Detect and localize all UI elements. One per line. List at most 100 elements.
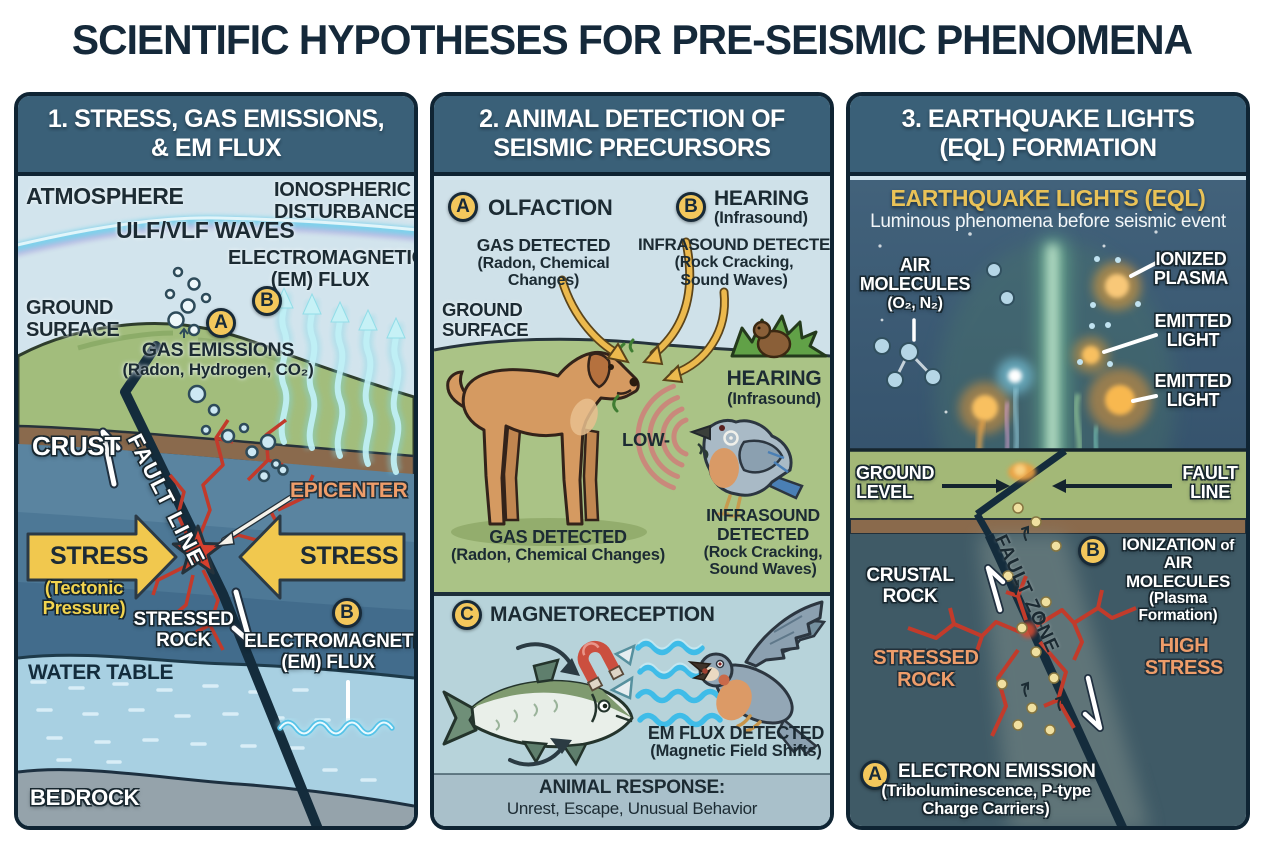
gas-detected-bottom-title: GAS DETECTED: [489, 527, 627, 547]
gas-emissions-sub-label: (Radon, Hydrogen, CO₂): [122, 360, 314, 379]
fault-line-shape: [120, 341, 323, 826]
air-molecules-title: AIR MOLECULES: [859, 255, 971, 295]
fault-line-arrow: [1052, 479, 1172, 493]
infrasound-detected-top-title: INFRASOUND DETECTED: [638, 235, 834, 254]
infrasound-detected-top-sub: (Rock Cracking, Sound Waves): [674, 254, 794, 289]
panel2-illustration: [434, 180, 830, 826]
gas-detected-bottom-sub: (Radon, Chemical Changes): [450, 546, 666, 565]
ground-surface-label-2: GROUND SURFACE: [442, 299, 529, 340]
emitted-light-label-2: EMITTED LIGHT: [1154, 371, 1232, 411]
fault-motion-arrows: [98, 427, 255, 647]
epicenter-leader-arrow: [213, 495, 293, 548]
ionized-plasma-label: IONIZED PLASMA: [1153, 249, 1229, 289]
hearing2-title: HEARING: [726, 367, 822, 390]
ionospheric-disturbance-label: IONOSPHERIC DISTURBANCE: [274, 179, 417, 223]
emitted-light-label-1: EMITTED LIGHT: [1154, 311, 1232, 351]
em-flux-detected-label: EM FLUX DETECTED (Magnetic Field Shifts): [644, 723, 828, 761]
infrasound-detected-bottom-label: INFRASOUND DETECTED (Rock Cracking, Soun…: [696, 506, 830, 578]
infrasound-detected-top-label: INFRASOUND DETECTED (Rock Cracking, Soun…: [638, 235, 834, 289]
em-flux-top-label: ELECTROMAGNETIC (EM) FLUX: [228, 247, 418, 291]
hearing2-sub: (Infrasound): [727, 389, 821, 408]
infrasound-detected-bottom-sub: (Rock Cracking, Sound Waves): [703, 543, 823, 579]
ionization-sub: (Plasma Formation): [1138, 590, 1218, 624]
gas-detected-top-sub: (Radon, Chemical Changes): [477, 254, 610, 290]
fault-line-label-3: FAULT LINE: [1182, 463, 1238, 503]
ground-band: [850, 448, 1246, 535]
fault-surface-glow: [1008, 463, 1036, 481]
panel3-illustration: [850, 180, 1246, 826]
panel3-header: 3. EARTHQUAKE LIGHTS (EQL) FORMATION: [850, 96, 1246, 176]
gas-detected-top-label: GAS DETECTED (Radon, Chemical Changes): [456, 236, 631, 290]
panel-earthquake-lights: 3. EARTHQUAKE LIGHTS (EQL) FORMATION: [846, 92, 1250, 830]
ground-level-arrow: [942, 479, 1010, 493]
epicenter-label: EPICENTER: [290, 479, 408, 502]
electron-dots: [996, 502, 1063, 736]
fish-motion-arrows: [508, 642, 580, 767]
em-flux-arrows: [274, 286, 406, 475]
badge-a-electron-emission: A: [860, 760, 890, 790]
high-stress-label: HIGH STRESS: [1144, 635, 1224, 679]
page-title: SCIENTIFIC HYPOTHESES FOR PRE-SEISMIC PH…: [71, 16, 1193, 63]
infrasound-detected-bottom-title: INFRASOUND DETECTED: [706, 505, 820, 544]
panel3-scene: EARTHQUAKE LIGHTS (EQL) Luminous phenome…: [850, 180, 1246, 826]
ionosphere-aurora: [18, 215, 414, 256]
ionization-line2: AIR MOLECULES: [1125, 553, 1231, 591]
ionization-word: IONIZATION: [1122, 535, 1216, 554]
bush-and-marmot: [730, 314, 828, 359]
tectonic-pressure-label: (Tectonic Pressure): [42, 577, 126, 618]
ulf-vlf-waves-label: ULF/VLF WAVES: [116, 217, 295, 243]
label-leader-lines: [1102, 260, 1160, 403]
air-molecules-label: AIR MOLECULES (O₂, N₂): [854, 255, 976, 312]
gas-bubbles: [164, 266, 289, 483]
epicenter-star: [171, 524, 225, 575]
electron-emission-label: ELECTRON EMISSION: [898, 761, 1096, 782]
panel-stress-gas-em: 1. STRESS, GAS EMISSIONS, & EM FLUX: [14, 92, 418, 830]
ionization-label: IONIZATION of AIR MOLECULES (Plasma Form…: [1110, 535, 1246, 625]
flying-bird: [687, 600, 827, 756]
hearing2-label: HEARING (Infrasound): [720, 367, 828, 408]
water-table-label: WATER TABLE: [28, 661, 174, 684]
magnet-icon: [577, 640, 625, 692]
stressed-rock-label-3: STRESSED ROCK: [873, 647, 979, 691]
panel2-header-line1: 2. ANIMAL DETECTION OF: [479, 104, 785, 133]
panel1-illustration: [18, 180, 414, 826]
badge-b-em-flux: B: [252, 286, 282, 316]
air-molecules-cluster: [873, 262, 1015, 389]
atmosphere-label: ATMOSPHERE: [26, 183, 184, 209]
sky-stars: [878, 230, 1214, 414]
rock-cracks-3: [907, 575, 1137, 737]
fault-motion-arrows-3: [984, 564, 1104, 732]
fault-line-3: [973, 448, 1127, 826]
ground-level-label: GROUND LEVEL: [856, 463, 935, 503]
low-frequency-label: LOW-: [622, 429, 670, 450]
ground-surface-label: GROUND SURFACE: [26, 297, 120, 341]
crust-label: CRUST: [32, 431, 121, 461]
panel2-scene: A OLFACTION B HEARING (Infrasound) GAS D…: [434, 180, 834, 826]
gas-emissions-label: GAS EMISSIONS: [141, 339, 295, 361]
panel3-header-line1: 3. EARTHQUAKE LIGHTS: [901, 104, 1195, 133]
gas-detected-bottom-label: GAS DETECTED (Radon, Chemical Changes): [438, 527, 678, 565]
em-flux-bottom-leader: [275, 680, 397, 739]
panel3-header-line2: (EQL) FORMATION: [939, 134, 1158, 162]
animal-response-sub-label: Unrest, Escape, Unusual Behavior: [506, 799, 758, 818]
badge-b-em-flux-bottom: B: [332, 598, 362, 628]
ionized-molecule-dots: [1077, 256, 1141, 367]
standing-bird: [689, 418, 804, 518]
infrasound-arcs: [635, 383, 689, 491]
stress-right-label: STRESS: [300, 542, 399, 570]
badge-a-gas: A: [206, 308, 236, 338]
eql-subtitle: Luminous phenomena before seismic event: [870, 211, 1226, 232]
electron-emission-sub-label: (Triboluminescence, P-type Charge Carrie…: [881, 782, 1091, 818]
bedrock-label: BEDROCK: [30, 785, 140, 810]
badge-a-olfaction: A: [448, 192, 478, 222]
stress-left-label: STRESS: [50, 542, 149, 570]
animal-response-label: ANIMAL RESPONSE:: [539, 777, 725, 798]
panel-animal-detection: 2. ANIMAL DETECTION OF SEISMIC PRECURSOR…: [430, 92, 834, 830]
panel1-header-line1: 1. STRESS, GAS EMISSIONS,: [47, 104, 385, 133]
badge-c-magnetoreception: C: [452, 600, 482, 630]
badge-b-ionization: B: [1078, 536, 1108, 566]
eql-title: EARTHQUAKE LIGHTS (EQL): [890, 185, 1206, 211]
olfaction-label: OLFACTION: [488, 195, 613, 220]
em-flux-bottom-label: ELECTROMAGNETIC (EM) FLUX: [244, 631, 418, 673]
crustal-rock-label: CRUSTAL ROCK: [866, 565, 954, 607]
